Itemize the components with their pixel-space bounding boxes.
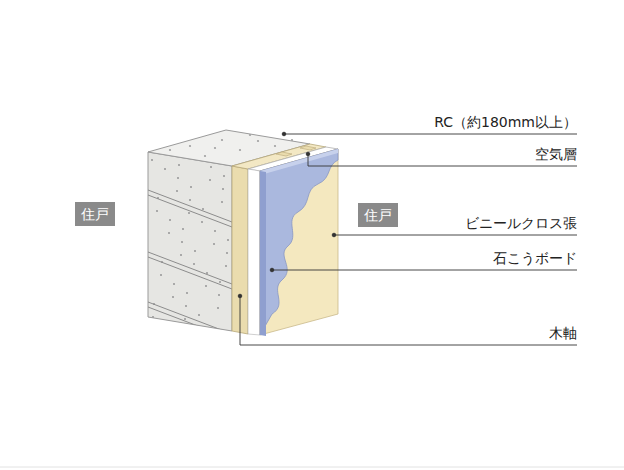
concrete-face bbox=[148, 152, 232, 331]
leader-line bbox=[334, 235, 577, 236]
bottom-rule bbox=[0, 467, 624, 468]
leader-dot bbox=[332, 233, 336, 237]
aggregate-dot bbox=[210, 166, 212, 168]
aggregate-dot bbox=[177, 177, 179, 179]
aggregate-dot bbox=[202, 208, 204, 210]
aggregate-dot bbox=[214, 230, 216, 232]
aggregate-dot bbox=[257, 140, 259, 142]
aggregate-dot bbox=[181, 241, 183, 243]
leader-line bbox=[240, 296, 241, 345]
unit-tag: 住戸 bbox=[75, 202, 115, 226]
aggregate-dot bbox=[222, 188, 224, 190]
aggregate-dot bbox=[189, 145, 191, 147]
board-edge bbox=[260, 149, 338, 174]
unit-label: 住戸 bbox=[81, 206, 109, 222]
concrete-line bbox=[148, 257, 232, 289]
aggregate-dot bbox=[169, 219, 171, 221]
concrete-line bbox=[148, 195, 232, 227]
aggregate-dot bbox=[226, 252, 228, 254]
aggregate-dot bbox=[227, 239, 229, 241]
aggregate-dot bbox=[291, 139, 293, 141]
aggregate-dot bbox=[152, 316, 154, 318]
aggregate-dot bbox=[173, 283, 175, 285]
concrete-line bbox=[148, 190, 232, 222]
aggregate-dot bbox=[205, 285, 207, 287]
aggregate-dot bbox=[249, 134, 251, 136]
aggregate-dot bbox=[219, 281, 221, 283]
aggregate-dot bbox=[185, 305, 187, 307]
aggregate-dot bbox=[221, 201, 223, 203]
concrete-texture bbox=[148, 159, 232, 339]
aggregate-dot bbox=[204, 155, 206, 157]
board-front bbox=[260, 171, 266, 336]
gypsum-board bbox=[260, 149, 338, 335]
aggregate-dot bbox=[213, 243, 215, 245]
leader-line bbox=[308, 166, 577, 167]
aggregate-dot bbox=[188, 212, 190, 214]
aggregate-dot bbox=[217, 307, 219, 309]
aggregate-dot bbox=[197, 327, 199, 329]
aggregate-dot bbox=[182, 228, 184, 230]
aggregate-dot bbox=[169, 149, 171, 151]
leader-line bbox=[284, 134, 577, 135]
aggregate-dot bbox=[218, 294, 220, 296]
aggregate-dot bbox=[160, 274, 162, 276]
aggregate-dot bbox=[190, 186, 192, 188]
aggregate-dot bbox=[221, 139, 223, 141]
aggregate-dot bbox=[239, 149, 241, 151]
aggregate-dot bbox=[184, 318, 186, 320]
aggregate-dot bbox=[189, 199, 191, 201]
concrete-line bbox=[148, 252, 232, 284]
aggregate-dot bbox=[180, 254, 182, 256]
part-label: RC（約180mm以上） bbox=[434, 114, 577, 131]
aggregate-dot bbox=[151, 159, 153, 161]
aggregate-dot bbox=[209, 179, 211, 181]
aggregate-dot bbox=[176, 190, 178, 192]
leader-dot bbox=[306, 152, 310, 156]
concrete-line bbox=[148, 302, 232, 334]
aggregate-dot bbox=[225, 265, 227, 267]
aggregate-dot bbox=[274, 145, 276, 147]
stud-block bbox=[300, 146, 316, 150]
aggregate-dot bbox=[194, 250, 196, 252]
unit-tag: 住戸 bbox=[358, 203, 398, 227]
aggregate-dot bbox=[178, 164, 180, 166]
aggregate-dot bbox=[193, 263, 195, 265]
part-label: 木軸 bbox=[549, 325, 577, 342]
aggregate-dot bbox=[172, 296, 174, 298]
leader-dot bbox=[282, 132, 286, 136]
aggregate-dot bbox=[164, 168, 166, 170]
air-front bbox=[248, 169, 260, 335]
part-label: 空気層 bbox=[535, 146, 577, 163]
aggregate-dot bbox=[201, 221, 203, 223]
leader-line bbox=[272, 270, 577, 271]
leader-dot bbox=[238, 294, 242, 298]
leader-lines bbox=[238, 132, 577, 345]
part-label: ビニールクロス張 bbox=[465, 215, 577, 232]
aggregate-dot bbox=[198, 314, 200, 316]
aggregate-dot bbox=[156, 210, 158, 212]
aggregate-dot bbox=[186, 292, 188, 294]
leader-dot bbox=[270, 268, 274, 272]
unit-label: 住戸 bbox=[364, 207, 392, 223]
aggregate-dot bbox=[165, 325, 167, 327]
part-label: 石こうボード bbox=[493, 250, 577, 267]
concrete-line bbox=[148, 307, 232, 339]
aggregate-dot bbox=[223, 175, 225, 177]
leader-line bbox=[240, 345, 577, 346]
cloth-face bbox=[260, 149, 338, 335]
aggregate-dot bbox=[214, 147, 216, 149]
stud-block bbox=[276, 152, 292, 156]
aggregate-dot bbox=[168, 232, 170, 234]
